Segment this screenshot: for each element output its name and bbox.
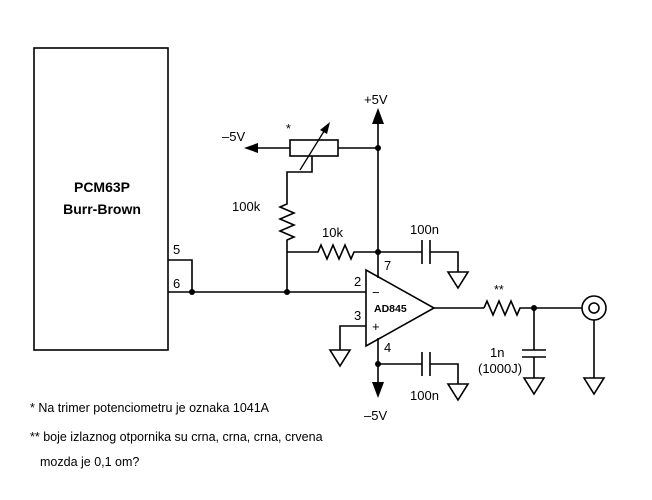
dac-chip-name: PCM63P bbox=[74, 179, 130, 195]
resistor-10k bbox=[287, 242, 378, 262]
ground-symbol-connector bbox=[582, 377, 606, 396]
trimmer-asterisk: * bbox=[286, 122, 291, 136]
pos-supply-arrow bbox=[372, 108, 384, 124]
resistor-output bbox=[483, 298, 582, 318]
trimmer-potentiometer: –5V * bbox=[222, 122, 378, 198]
opamp-minus-sign: − bbox=[372, 285, 380, 300]
resistor-10k-label: 10k bbox=[322, 225, 343, 240]
cap-output-label: 1n bbox=[490, 345, 504, 360]
opamp-plus-sign: + bbox=[372, 319, 380, 334]
ground-symbol-noninv bbox=[328, 349, 352, 368]
opamp-triangle bbox=[365, 268, 436, 348]
cap-bottom-plates bbox=[421, 352, 431, 376]
resistor-100k-label: 100k bbox=[232, 199, 261, 214]
dac-chip: PCM63P Burr-Brown 5 6 bbox=[33, 47, 180, 351]
trimmer-wiper-arrow bbox=[299, 127, 327, 171]
opamp-pin-4-label: 4 bbox=[384, 340, 391, 355]
dac-pin-6-label: 6 bbox=[173, 276, 180, 291]
opamp-name: AD845 bbox=[374, 303, 407, 315]
cap-top-ground-wire bbox=[430, 251, 459, 272]
note-output-resistor-value: mozda je 0,1 om? bbox=[40, 455, 139, 469]
neg-trim-arrow bbox=[244, 143, 258, 153]
ground-symbol-cap-top bbox=[446, 271, 470, 290]
output-connector-inner-ring bbox=[588, 302, 600, 314]
dac-chip-maker: Burr-Brown bbox=[63, 201, 141, 217]
opamp-pin-2-label: 2 bbox=[354, 274, 361, 289]
cap-bottom-ground-wire bbox=[430, 363, 459, 384]
noninverting-input-wire bbox=[339, 325, 366, 350]
ground-symbol-cap-bottom bbox=[446, 383, 470, 402]
neg-supply-label: –5V bbox=[364, 408, 387, 423]
cap-top-label: 100n bbox=[410, 222, 439, 237]
cap-top-plates bbox=[421, 240, 431, 264]
junction-dot-pin6 bbox=[189, 289, 195, 295]
trimmer-wiper-lead bbox=[286, 156, 313, 198]
resistor-100k bbox=[277, 198, 297, 292]
output-connector bbox=[581, 295, 607, 396]
output-connector-outer-ring bbox=[581, 295, 607, 321]
opamp-pin-7-label: 7 bbox=[384, 258, 391, 273]
cap-output-plates bbox=[522, 349, 546, 358]
neg-trim-label: –5V bbox=[222, 129, 245, 144]
dac-chip-body bbox=[33, 47, 169, 351]
cap-bottom-label: 100n bbox=[410, 388, 439, 403]
dac-pin-5-label: 5 bbox=[173, 242, 180, 257]
cap-output-code: (1000J) bbox=[478, 361, 522, 376]
ground-symbol-cap-output bbox=[522, 377, 546, 396]
note-trimmer: * Na trimer potenciometru je oznaka 1041… bbox=[30, 401, 270, 415]
dac-pins-5-6-link bbox=[168, 259, 193, 292]
trimmer-wiper-arrowhead bbox=[320, 122, 330, 134]
note-output-resistor: ** boje izlaznog otpornika su crna, crna… bbox=[30, 430, 323, 444]
opamp-pin-3-label: 3 bbox=[354, 308, 361, 323]
pos-supply-label: +5V bbox=[364, 92, 388, 107]
opamp: AD845 − + 2 3 7 4 bbox=[354, 258, 436, 355]
resistor-output-mark: ** bbox=[494, 283, 504, 297]
neg-supply-arrow bbox=[372, 382, 384, 398]
